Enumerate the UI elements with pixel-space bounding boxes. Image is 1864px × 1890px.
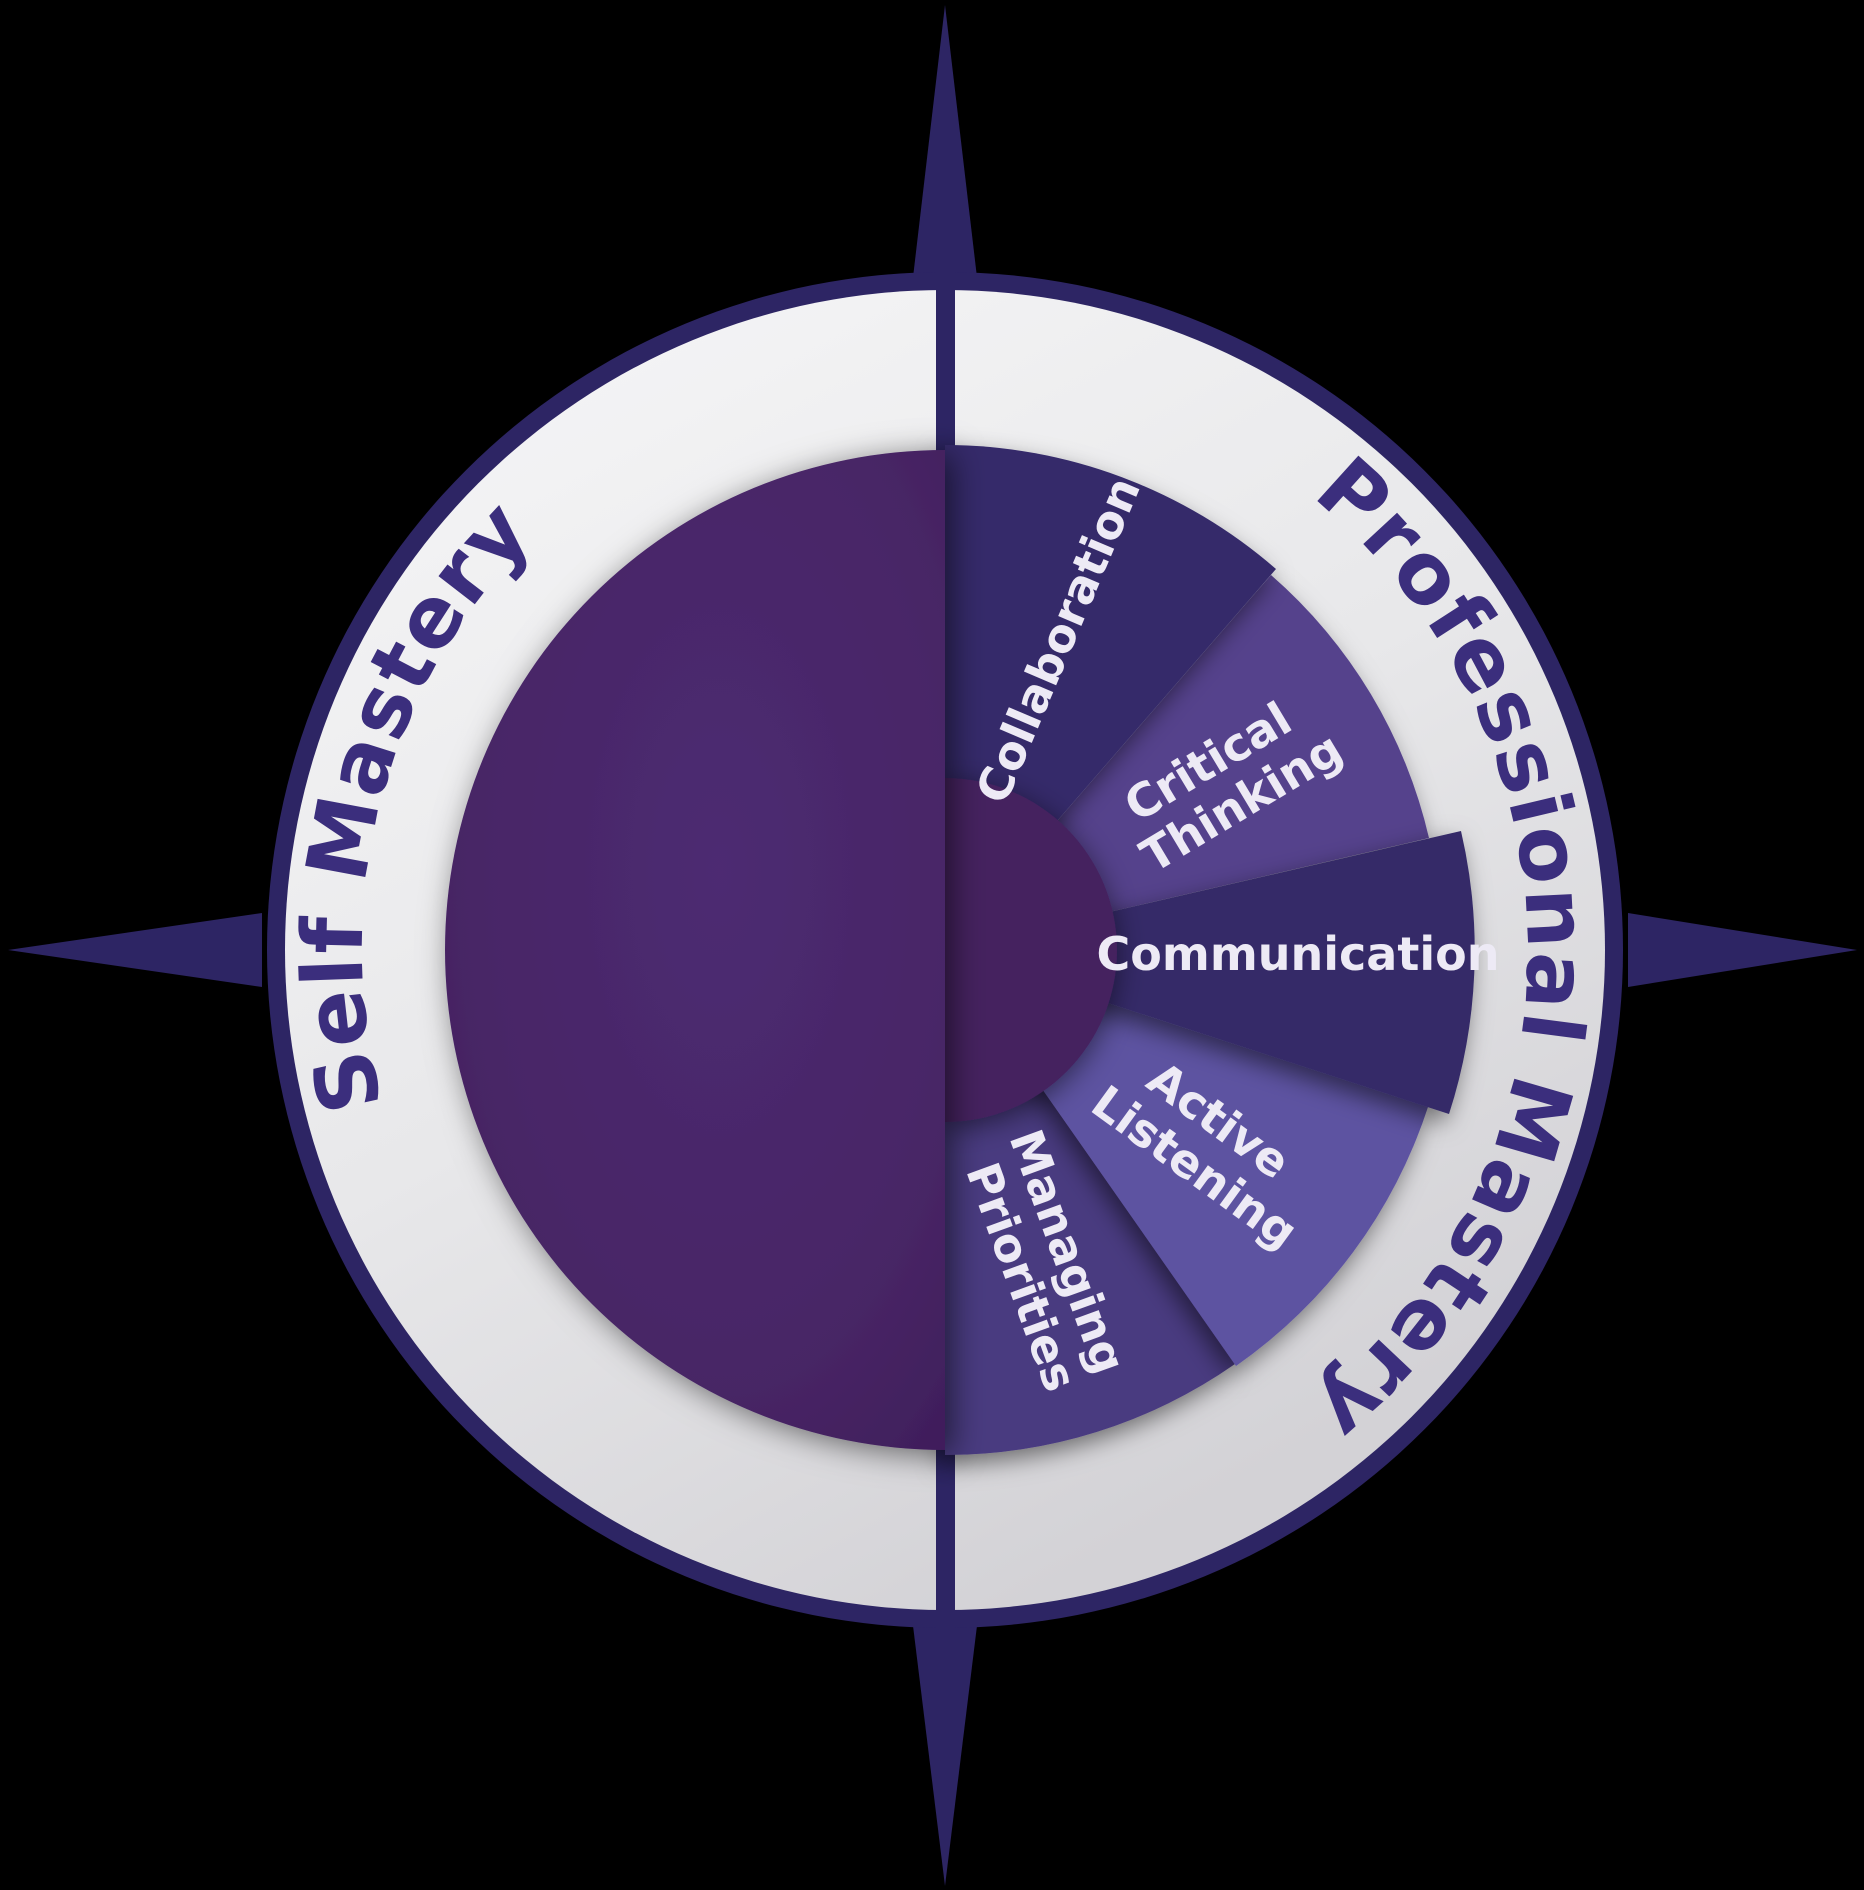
compass-star-points [8,5,1857,1886]
compass-spike-north-icon [908,5,982,320]
center-hub [945,778,1117,1122]
self-mastery-semicircle [445,450,945,1450]
compass-spike-west-icon [8,913,262,987]
wedge-communication [945,831,1475,1114]
compass-spike-south-icon [908,1585,982,1886]
compass-spike-east-icon [1628,913,1857,987]
wedge-label-communication-line1: Communication [1097,927,1500,981]
wedge-label-communication: Communication [1097,927,1500,981]
